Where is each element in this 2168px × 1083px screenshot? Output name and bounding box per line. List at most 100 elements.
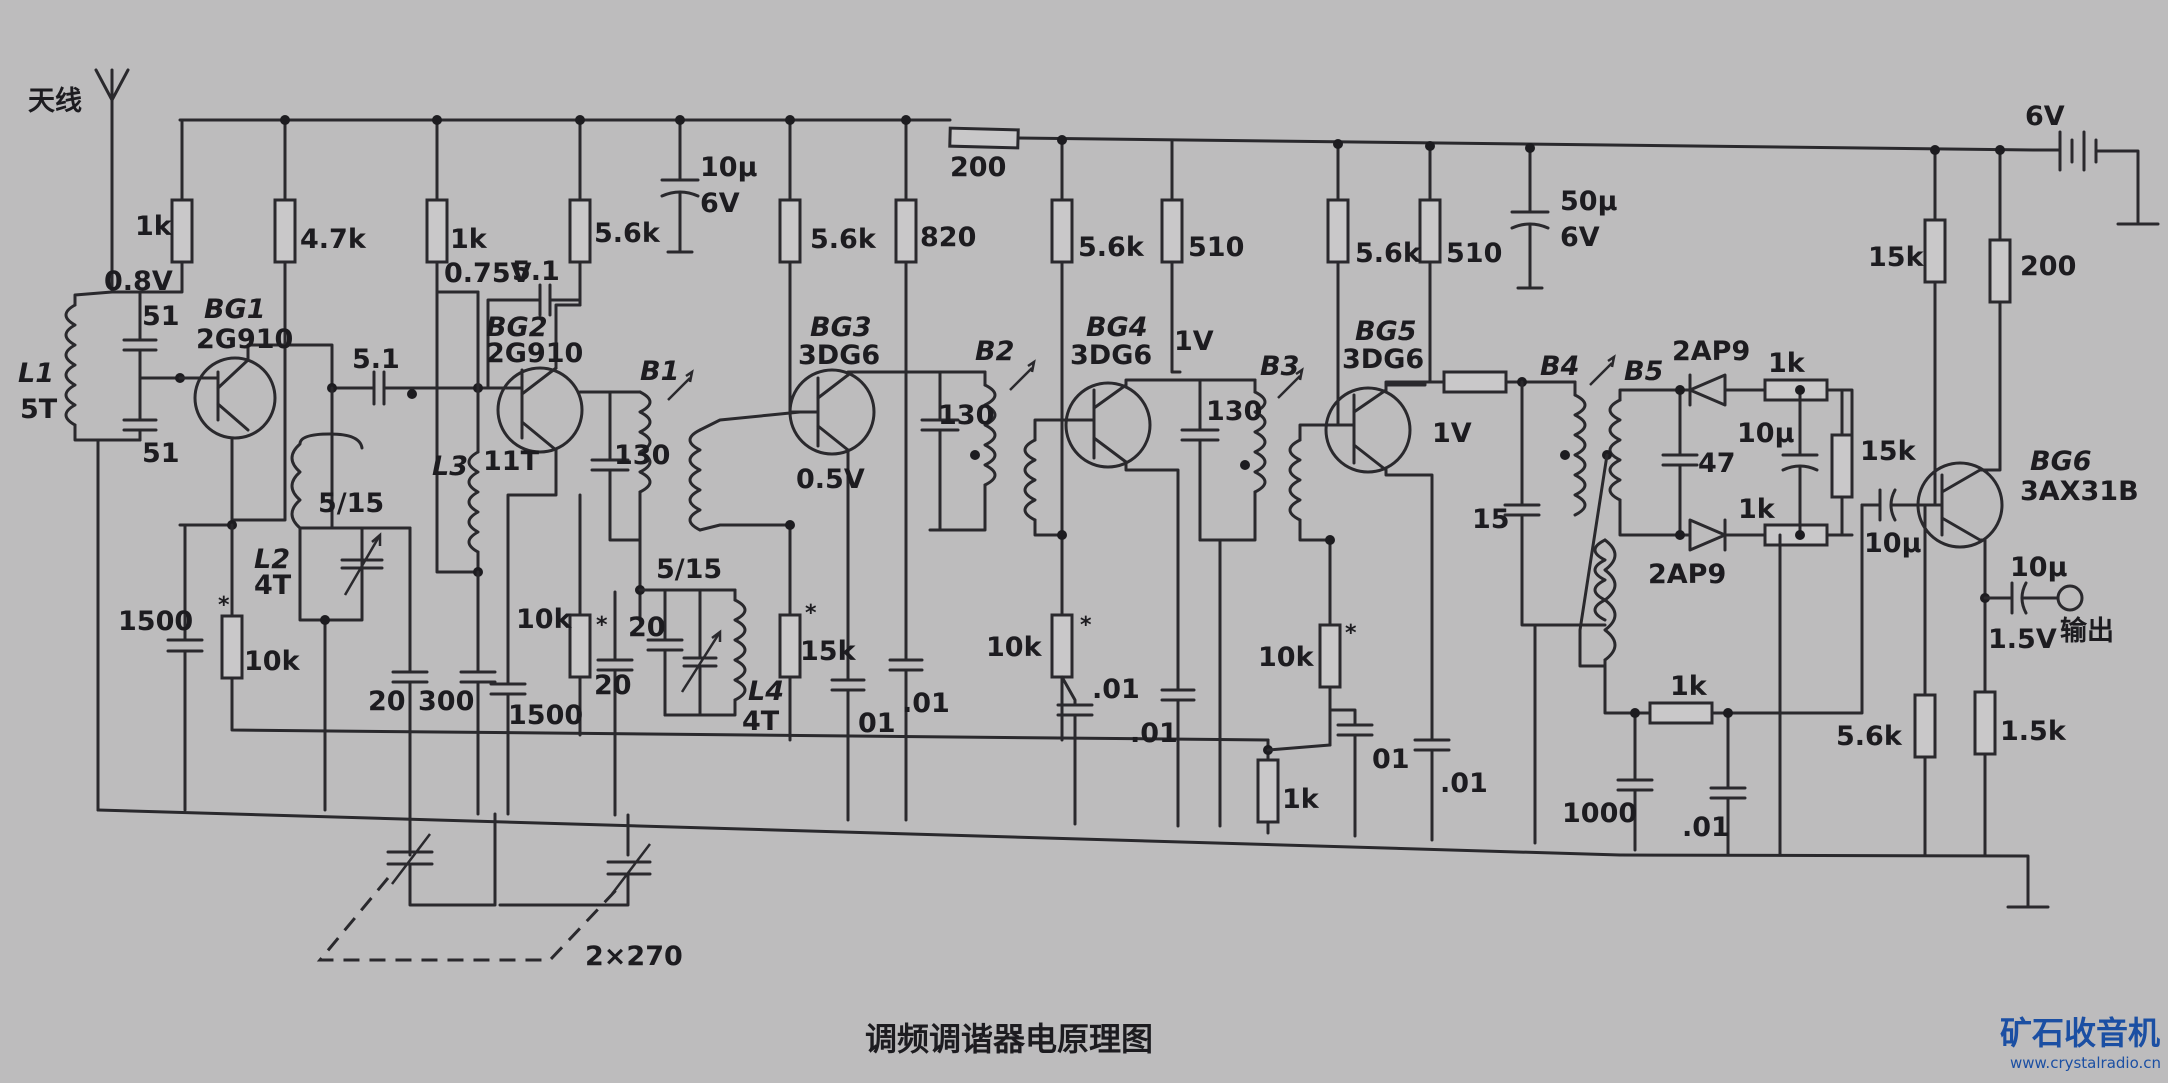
capacitor-5-1-b [486, 283, 582, 390]
res-label-200-b: 200 [2020, 251, 2076, 282]
bg3-type: 3DG6 [798, 340, 880, 371]
capacitor-300 [459, 570, 497, 816]
resistor-820 [894, 198, 918, 264]
res-label-1k5: 1.5k [2000, 716, 2067, 747]
bg4-type: 3DG6 [1070, 340, 1152, 371]
bg5-type: 3DG6 [1342, 344, 1424, 375]
cap-label-20-b: 20 [628, 612, 666, 643]
cap-label-01-e: 01 [1372, 744, 1410, 775]
cap-label-1500-b: 1500 [508, 700, 583, 731]
bg5-ref: BG5 [1355, 316, 1417, 347]
l2-ref: L2 [254, 544, 290, 575]
output-label: 输出 [2060, 615, 2114, 647]
transistor-bg6 [1910, 461, 2004, 549]
diode-a-label: 2AP9 [1672, 336, 1750, 367]
wire-bg3-collector [846, 370, 932, 377]
supply-label: 6V [2025, 101, 2065, 132]
output-jack [1980, 581, 2084, 615]
transistor-bg4 [1064, 381, 1152, 469]
cap-label-130-c: 130 [1206, 396, 1262, 427]
b4-ref: B4 [1540, 351, 1579, 382]
voltage-1v-b: 1V [1432, 418, 1472, 449]
cap-label-01-g: .01 [1682, 812, 1730, 843]
cap-label-01-b: .01 [902, 688, 950, 719]
resistor-5k6-a [568, 198, 592, 264]
coil-l4-tank [638, 588, 747, 717]
mark-d: * [1080, 613, 1092, 638]
mark-c: * [805, 601, 817, 626]
bg2-ref: BG2 [486, 312, 548, 343]
cap-label-47: 47 [1698, 448, 1736, 479]
res-label-820: 820 [920, 222, 976, 253]
elec-value-d: 10μ [1864, 528, 1922, 559]
cap-label-20-c: 20 [594, 670, 632, 701]
resistor-1k5 [1973, 690, 1997, 756]
res-label-1k-a: 1k [135, 211, 173, 242]
cap-label-300: 300 [418, 686, 474, 717]
res-label-5k6-a: 5.6k [594, 218, 661, 249]
supply-rail [178, 118, 2160, 226]
coil-l1 [64, 290, 142, 442]
cap-label-51-b: 51 [142, 438, 180, 469]
resistor-1k-e [1256, 758, 1280, 824]
resistor-5k6-c [1050, 198, 1074, 264]
res-label-1k-g: 1k [1738, 494, 1776, 525]
elec-voltage-b: 6V [1560, 222, 1600, 253]
res-label-15k-c: 15k [1868, 242, 1925, 273]
res-label-15k-a: 15k [800, 636, 857, 667]
cap-label-01-f: .01 [1440, 768, 1488, 799]
voltage-0-5: 0.5V [796, 464, 865, 495]
mark-a: * [218, 593, 230, 618]
wire-agc-line [230, 676, 1270, 742]
transistor-bg2 [496, 366, 584, 454]
bg1-ref: BG1 [204, 294, 266, 325]
capacitor-1500-b [489, 448, 558, 816]
voltage-0-8: 0.8V [104, 266, 173, 297]
resistor-5k6-b [778, 198, 802, 264]
electrolytic-10u-a [660, 115, 700, 254]
capacitor-5-1-a [327, 370, 502, 406]
coil-l3 [435, 260, 483, 577]
b5-ref: B5 [1624, 356, 1663, 387]
elec-value-a: 10μ [700, 152, 758, 183]
wire-r1-base [138, 260, 184, 294]
res-label-510-a: 510 [1188, 232, 1244, 263]
electrolytic-10u-c [1860, 488, 1914, 522]
res-label-1k-b: 1k [450, 224, 488, 255]
cap-label-01-a: 01 [858, 708, 896, 739]
l1-ref: L1 [18, 358, 54, 389]
bg6-ref: BG6 [2030, 446, 2092, 477]
cap-label-130-b: 130 [938, 400, 994, 431]
res-label-5k6-e: 5.6k [1836, 721, 1903, 752]
wire-bg6-emitter [1978, 538, 1987, 694]
resistor-200-b [1988, 238, 2012, 304]
bg6-type: 3AX31B [2020, 476, 2139, 507]
transistor-bg3 [788, 368, 876, 456]
l4-turns: 4T [742, 706, 780, 737]
voltage-1v-a: 1V [1174, 326, 1214, 357]
watermark-brand: 矿石收音机 [2000, 1014, 2160, 1052]
cap-label-01-d: .01 [1130, 718, 1178, 749]
b3-ref: B3 [1260, 351, 1299, 382]
res-label-1k-f: 1k [1768, 348, 1806, 379]
b2-ref: B2 [975, 336, 1014, 367]
capacitor-1000 [1616, 708, 1654, 852]
resistor-15k-b [1830, 433, 1854, 499]
cap-label-5-1-a: 5.1 [352, 344, 400, 375]
mark-b: * [596, 613, 608, 638]
resistor-10k-a [220, 614, 244, 680]
voltage-0-75: 0.75V [444, 258, 532, 289]
transformer-b2 [920, 359, 1082, 537]
diagram-title: 调频调谐器电原理图 [865, 1020, 1153, 1058]
ground-rail [96, 808, 2050, 909]
bg1-type: 2G910 [196, 324, 293, 355]
diode-2ap9-a [1675, 373, 1767, 407]
mark-e: * [1345, 621, 1357, 646]
antenna [94, 68, 130, 294]
wire-bg1-collector [246, 343, 334, 390]
resistor-1k-a [170, 198, 194, 264]
antenna-label: 天线 [28, 86, 82, 117]
wire-bg4-emitter [1124, 460, 1180, 692]
resistor-10k-d [1318, 623, 1342, 689]
cap-label-15: 15 [1472, 504, 1510, 535]
